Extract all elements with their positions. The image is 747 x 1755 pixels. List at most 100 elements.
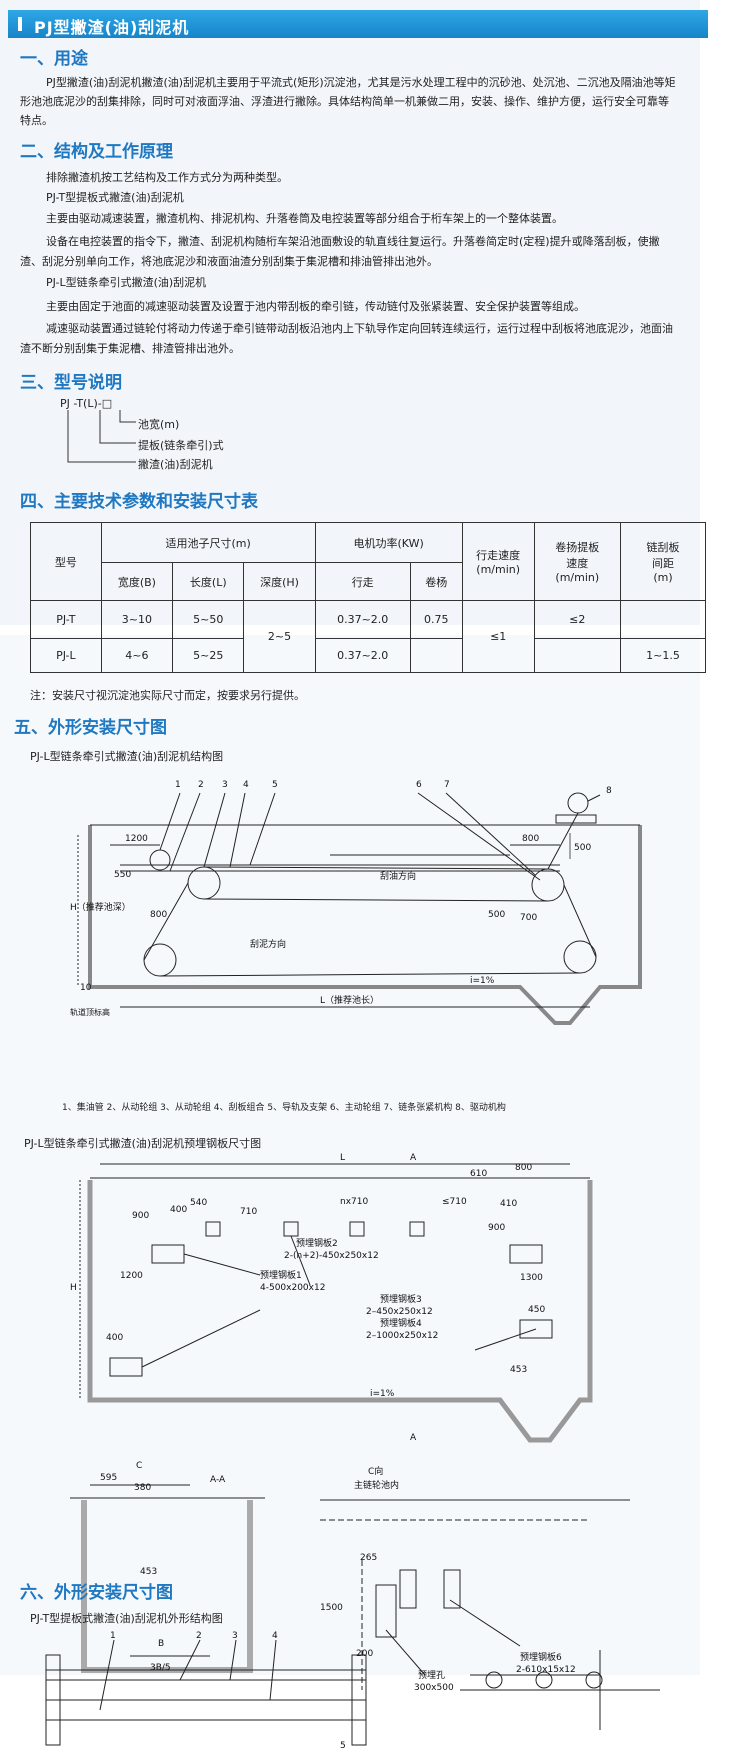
th-travel-speed: 行走速度(m/min) bbox=[461, 522, 535, 601]
td-hoist-t: 0.75 bbox=[409, 600, 463, 639]
fig4-num-3: 3 bbox=[232, 1631, 238, 1641]
usage-line-3: 特点。 bbox=[20, 114, 53, 127]
th-hoist-speed: 卷扬提板速度(m/min) bbox=[533, 522, 621, 601]
fig3-dim-453: 453 bbox=[140, 1567, 157, 1577]
fig2-dim-410: 410 bbox=[500, 1199, 517, 1209]
section-structure-heading: 二、结构及工作原理 bbox=[20, 142, 173, 162]
structure-line-6: PJ-L型链条牵引式撇渣(油)刮泥机 bbox=[46, 276, 207, 289]
fig2-plate3-size: 2–450x250x12 bbox=[366, 1307, 433, 1317]
fig2-A1: A bbox=[410, 1153, 417, 1163]
fig3-plate6: 预埋钢板6 bbox=[520, 1651, 562, 1663]
model-code: PJ -T(L)-□ bbox=[60, 397, 113, 410]
th-depth: 深度(H) bbox=[243, 562, 316, 601]
fig2-plate3: 预埋钢板3 bbox=[380, 1293, 422, 1305]
fig1-structure-drawing: 1 2 3 4 5 6 7 8 1200 550 800 800 500 700… bbox=[70, 780, 642, 1025]
fig3-C: C bbox=[136, 1461, 142, 1471]
usage-line-1: PJ型撇渣(油)刮泥机撇渣(油)刮泥机主要用于平流式(矩形)沉淀池，尤其是污水处… bbox=[46, 76, 676, 89]
section-usage-heading: 一、用途 bbox=[20, 49, 88, 69]
td-model-t: PJ-T bbox=[30, 600, 102, 639]
page-title: PJ型撇渣(油)刮泥机 bbox=[34, 18, 190, 37]
fig2-plate4-size: 2–1000x250x12 bbox=[366, 1331, 438, 1341]
fig1-num-2: 2 bbox=[198, 780, 204, 790]
fig4-num-4: 4 bbox=[272, 1631, 278, 1641]
td-length-l: 5~25 bbox=[172, 638, 245, 673]
th-travel: 行走 bbox=[314, 562, 411, 601]
fig3-B: B bbox=[158, 1639, 164, 1649]
th-pool-size: 适用池子尺寸(m) bbox=[100, 522, 316, 563]
fig2-slope: i=1% bbox=[370, 1389, 395, 1399]
td-hoist-speed-l bbox=[533, 638, 621, 673]
fig2-dim-400b: 400 bbox=[106, 1333, 123, 1343]
fig1-num-3: 3 bbox=[222, 780, 228, 790]
fig1-length-label: L（推荐池长） bbox=[320, 994, 379, 1006]
fig2-H: H bbox=[70, 1283, 77, 1293]
td-travel-t: 0.37~2.0 bbox=[314, 600, 411, 639]
structure-line-4: 设备在电控装置的指令下，撇渣、刮泥机构随桁车架沿池面敷设的轨直线往复运行。升落卷… bbox=[46, 235, 660, 248]
td-hoist-speed-t: ≤2 bbox=[533, 600, 621, 639]
fig3-cdir2: 主链轮池内 bbox=[354, 1479, 399, 1491]
fig3-dim-1500: 1500 bbox=[320, 1603, 343, 1613]
td-width-l: 4~6 bbox=[100, 638, 174, 673]
fig1-dim-700: 700 bbox=[520, 913, 537, 923]
fig3-dim-200: 200 bbox=[356, 1649, 373, 1659]
fig2-dim-le710: ≤710 bbox=[442, 1197, 467, 1207]
fig4-num-1: 1 bbox=[110, 1631, 116, 1641]
structure-line-8: 减速驱动装置通过链轮付将动力传递于牵引链带动刮板沿池内上下轨导作定向回转连续运行… bbox=[46, 322, 673, 335]
fig1-num-8: 8 bbox=[606, 786, 612, 796]
model-code-diagram bbox=[67, 410, 136, 463]
fig3-dim-3b5: 3B/5 bbox=[150, 1663, 171, 1673]
th-hoist: 卷杨 bbox=[409, 562, 463, 601]
section-install-heading-2: 六、外形安装尺寸图 bbox=[20, 1583, 173, 1603]
fig1-dim-500a: 500 bbox=[488, 910, 505, 920]
structure-line-1: 排除撇渣机按工艺结构及工作方式分为两种类型。 bbox=[46, 171, 288, 184]
fig2-title: PJ-L型链条牵引式撇渣(油)刮泥机预埋钢板尺寸图 bbox=[24, 1137, 262, 1150]
spec-table: 型号 适用池子尺寸(m) 电机功率(KW) 行走速度(m/min) 卷扬提板速度… bbox=[30, 522, 707, 673]
fig3-hole-size: 300x500 bbox=[414, 1683, 454, 1693]
structure-line-5: 渣、刮泥分别单向工作，将池底泥沙和液面油渣分别刮集于集泥槽和排油管排出池外。 bbox=[20, 255, 438, 268]
fig4-num-5: 5 bbox=[340, 1741, 346, 1751]
fig3-dim-595: 595 bbox=[100, 1473, 117, 1483]
page-header: PJ型撇渣(油)刮泥机 bbox=[8, 10, 708, 38]
table-note: 注：安装尺寸视沉淀池实际尺寸而定，按要求另行提供。 bbox=[30, 689, 305, 702]
fig3-dim-380: 380 bbox=[134, 1483, 151, 1493]
fig1-num-6: 6 bbox=[416, 780, 422, 790]
th-power: 电机功率(KW) bbox=[314, 522, 463, 563]
fig2-plate2-size: 2-(n+2)-450x250x12 bbox=[284, 1251, 379, 1261]
fig3-cdir: C向 bbox=[368, 1465, 383, 1477]
structure-line-2: PJ-T型提板式撇渣(油)刮泥机 bbox=[46, 191, 184, 204]
fig2-dim-450: 450 bbox=[528, 1305, 545, 1315]
th-length: 长度(L) bbox=[172, 562, 245, 601]
model-part-name: 撇渣(油)刮泥机 bbox=[138, 458, 213, 471]
fig4-structure-drawing: 1 2 3 4 5 bbox=[45, 1631, 660, 1751]
fig2-A2: A bbox=[410, 1433, 417, 1443]
td-model-l: PJ-L bbox=[30, 638, 102, 673]
structure-line-3: 主要由驱动减速装置，撇渣机构、排泥机构、升落卷筒及电控装置等部分组合于桁车架上的… bbox=[46, 212, 563, 225]
fig1-flow-oil: 刮油方向 bbox=[380, 870, 416, 882]
fig1-dim-550: 550 bbox=[114, 870, 131, 880]
fig1-num-4: 4 bbox=[243, 780, 249, 790]
fig1-num-1: 1 bbox=[175, 780, 181, 790]
fig2-dim-610: 610 bbox=[470, 1169, 487, 1179]
fig1-rail-label: 轨道顶标高 bbox=[70, 1007, 110, 1017]
fig1-depth-label: H（推荐池深） bbox=[70, 901, 131, 913]
fig4-title: PJ-T型提板式撇渣(油)刮泥机外形结构图 bbox=[30, 1612, 223, 1625]
fig2-plate2: 预埋钢板2 bbox=[296, 1237, 338, 1249]
header-marker bbox=[18, 17, 22, 31]
model-part-type: 提板(链条牵引)式 bbox=[138, 439, 224, 452]
section-params-heading: 四、主要技术参数和安装尺寸表 bbox=[20, 492, 258, 512]
th-width: 宽度(B) bbox=[100, 562, 174, 601]
fig1-flow-mud: 刮泥方向 bbox=[250, 938, 286, 950]
fig3-dim-265: 265 bbox=[360, 1553, 377, 1563]
fig2-dim-400a: 400 bbox=[170, 1205, 187, 1215]
section-model-heading: 三、型号说明 bbox=[20, 373, 122, 393]
fig2-dim-nx710: nx710 bbox=[340, 1197, 368, 1207]
fig2-dim-900a: 900 bbox=[132, 1211, 149, 1221]
fig2-plate1-size: 4-500x200x12 bbox=[260, 1283, 325, 1293]
fig2-plate4: 预埋钢板4 bbox=[380, 1317, 422, 1329]
fig2-embedded-plate-drawing: L A A H 610 800 540 400 710 nx710 ≤710 4… bbox=[70, 1153, 593, 1443]
fig1-slope: i=1% bbox=[470, 976, 495, 986]
fig2-dim-1200: 1200 bbox=[120, 1271, 143, 1281]
fig2-dim-453: 453 bbox=[510, 1365, 527, 1375]
fig2-dim-1300: 1300 bbox=[520, 1273, 543, 1283]
th-chain-spacing: 链刮板间距(m) bbox=[619, 522, 707, 601]
